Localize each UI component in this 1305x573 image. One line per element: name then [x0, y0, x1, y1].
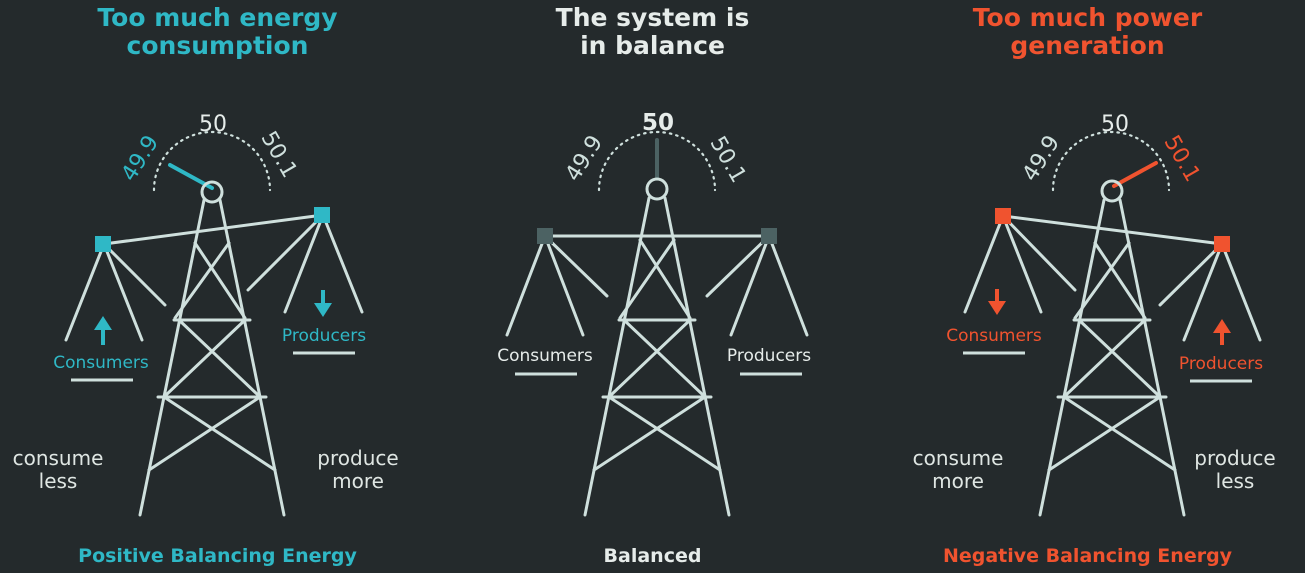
- title-line-1: Too much energy: [97, 3, 338, 32]
- down-arrow-icon: [314, 290, 332, 317]
- producer-weight: [761, 228, 777, 244]
- pylon-tower: [64, 198, 364, 517]
- left-action-line-1: consume: [912, 446, 1004, 470]
- consumers-label: Consumers: [946, 326, 1042, 346]
- panel-footer: Balanced: [603, 545, 702, 567]
- scale-low-label: 49.9: [117, 131, 164, 186]
- consumer-weight: [537, 228, 553, 244]
- pylon-tower: [505, 196, 809, 517]
- right-action: produce less: [1175, 447, 1295, 493]
- pylon-scale-graphic: 50 49.9 50.1: [497, 110, 811, 517]
- down-arrow-icon: [988, 289, 1006, 315]
- panel-title: The system is in balance: [435, 4, 870, 60]
- panel-footer: Positive Balancing Energy: [78, 545, 357, 567]
- scale-mid-label: 50: [199, 112, 227, 137]
- balance-beam: [1002, 214, 1223, 246]
- left-action: consume more: [898, 447, 1018, 493]
- pivot-ring: [200, 180, 224, 204]
- title-line-2: consumption: [126, 31, 309, 60]
- panel-title: Too much power generation: [870, 4, 1305, 60]
- scale-arc: [152, 130, 272, 192]
- scale-arc: [1051, 130, 1171, 192]
- consumer-weight: [995, 208, 1011, 224]
- scale-high-label: 50.1: [705, 132, 751, 187]
- balance-beam: [103, 213, 324, 246]
- pylon-tower: [963, 198, 1262, 517]
- consumers-label: Consumers: [53, 353, 149, 373]
- scale-high-label: 50.1: [1159, 131, 1205, 186]
- pivot-ring: [645, 177, 669, 201]
- scale-mid-label: 50: [1101, 112, 1129, 137]
- pivot-ring: [1100, 179, 1124, 203]
- producers-label: Producers: [282, 326, 366, 346]
- left-action-line-1: consume: [12, 446, 104, 470]
- left-action-line-2: less: [38, 469, 78, 493]
- consumer-weight: [95, 236, 111, 252]
- producers-label: Producers: [1179, 354, 1263, 374]
- scale-high-label: 50.1: [256, 127, 302, 182]
- scale-mid-label: 50: [642, 110, 674, 136]
- producer-weight: [1214, 236, 1230, 252]
- title-line-2: in balance: [580, 31, 725, 60]
- up-arrow-icon: [1213, 319, 1231, 345]
- panel-footer: Negative Balancing Energy: [942, 545, 1233, 567]
- scale-low-label: 49.9: [1018, 131, 1065, 186]
- consumers-label: Consumers: [497, 346, 593, 366]
- panel-consumption: Too much energy consumption 50 49.9 50.1: [0, 0, 435, 573]
- right-action-line-1: produce: [317, 446, 399, 470]
- panel-balanced: The system is in balance 50 49.9 50.1: [435, 0, 870, 573]
- title-line-2: generation: [1010, 31, 1165, 60]
- producers-label: Producers: [727, 346, 811, 366]
- pylon-scale-graphic: 50 49.9 50.1: [53, 112, 366, 517]
- scale-arc: [597, 130, 717, 192]
- title-line-1: Too much power: [972, 3, 1203, 32]
- title-line-1: The system is: [555, 3, 750, 32]
- right-action-line-2: more: [332, 469, 384, 493]
- panel-title: Too much energy consumption: [0, 4, 435, 60]
- panel-generation: Too much power generation 50 49.9 50.1: [870, 0, 1305, 573]
- frequency-needle: [1112, 161, 1158, 188]
- pylon-scale-graphic: 50 49.9 50.1: [946, 112, 1263, 517]
- right-action-line-1: produce: [1194, 446, 1276, 470]
- right-action: produce more: [298, 447, 418, 493]
- right-action-line-2: less: [1215, 469, 1255, 493]
- producer-weight: [314, 207, 330, 223]
- left-action: consume less: [0, 447, 118, 493]
- up-arrow-icon: [94, 316, 112, 345]
- left-action-line-2: more: [932, 469, 984, 493]
